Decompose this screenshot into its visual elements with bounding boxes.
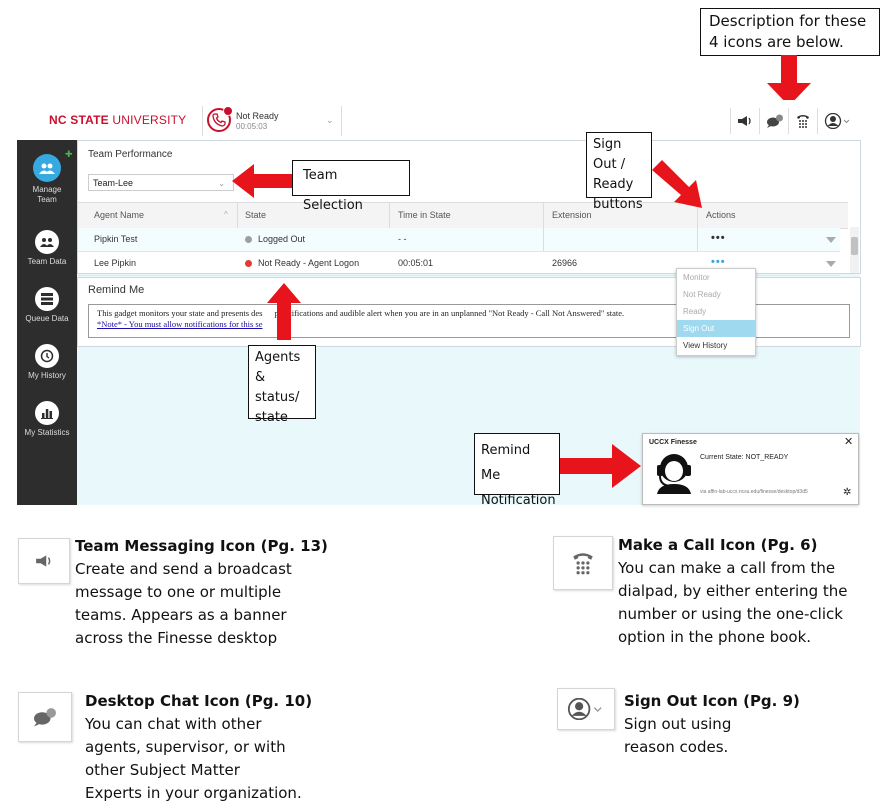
- dialpad-icon: [573, 553, 593, 575]
- pin-icon: ✚: [65, 149, 73, 159]
- agent-state-dropdown[interactable]: Not Ready 00:05:03 ⌄: [202, 106, 342, 136]
- notification-title: UCCX Finesse: [649, 439, 697, 446]
- sidebar-item-queue-data[interactable]: Queue Data: [17, 287, 77, 324]
- gear-icon[interactable]: ✲: [843, 487, 852, 498]
- actions-menu: Monitor Not Ready Ready Sign Out View Hi…: [676, 268, 756, 356]
- notification-source: via affin-lab-uccx.ncsu.edu/finesse/desk…: [700, 489, 808, 495]
- menu-item-monitor[interactable]: Monitor: [683, 273, 710, 282]
- chevron-down-icon: [826, 261, 836, 267]
- arrow-up-agent-state: [267, 283, 301, 340]
- sign-out-legend-icon: [557, 688, 615, 730]
- notification-note-link[interactable]: *Note* - You must allow notifications fo…: [97, 319, 263, 329]
- finesse-header: NC STATE UNIVERSITY Not Ready 00:05:03 ⌄: [17, 100, 860, 141]
- arrow-right-notification: [560, 444, 641, 488]
- agent-state-timer: 00:05:03: [236, 122, 268, 131]
- actions-button[interactable]: •••: [711, 232, 726, 244]
- agent-state: Logged Out: [245, 234, 305, 244]
- scrollbar[interactable]: [850, 227, 859, 273]
- chevron-down-icon: ⌄: [218, 179, 225, 188]
- notification-state: Current State: NOT_READY: [700, 454, 789, 461]
- team-performance-panel: Team Performance Team-Lee ⌄ Agent Name ^…: [77, 140, 861, 276]
- sidebar-item-my-history[interactable]: My History: [17, 344, 77, 381]
- user-avatar-icon: [824, 113, 850, 129]
- statistics-icon: [35, 401, 59, 425]
- column-header[interactable]: Actions: [706, 210, 736, 220]
- desktop-chat-button[interactable]: [759, 108, 788, 134]
- make-a-call-legend-icon: [553, 536, 613, 590]
- desktop-chat-legend-icon: [18, 692, 72, 742]
- status-dot: [245, 260, 252, 267]
- sort-caret-icon: ^: [224, 210, 228, 219]
- chat-icon: [34, 708, 56, 727]
- extension: 26966: [552, 258, 578, 268]
- time-in-state: - -: [398, 234, 407, 244]
- menu-item-sign-out[interactable]: Sign Out: [677, 320, 755, 337]
- table-header: Agent Name ^ State Time in State Extensi…: [78, 202, 848, 229]
- agent-state: Not Ready - Agent Logon: [245, 258, 359, 268]
- agent-name: Lee Pipkin: [94, 258, 137, 268]
- history-icon: [35, 344, 59, 368]
- arrow-diagonal-actions: [652, 160, 702, 208]
- table-row: Lee Pipkin Not Ready - Agent Logon 00:05…: [78, 252, 840, 276]
- actions-button[interactable]: •••: [711, 256, 726, 268]
- desktop-chat-description: Desktop Chat Icon (Pg. 10) You can chat …: [85, 692, 313, 802]
- university-logo: NC STATE UNIVERSITY: [49, 113, 187, 127]
- table-row: Pipkin Test Logged Out - - •••: [78, 228, 840, 252]
- sidebar: ✚ Manage Team Team Data Queue Data My Hi…: [17, 140, 77, 505]
- sidebar-item-team-data[interactable]: Team Data: [17, 230, 77, 267]
- column-header[interactable]: Agent Name: [94, 210, 145, 220]
- chevron-down-icon: [826, 237, 836, 243]
- agent-name: Pipkin Test: [94, 234, 138, 244]
- agent-state-label: Not Ready: [236, 111, 279, 121]
- signout-ready-callout: Sign Out / Ready buttons: [586, 132, 652, 212]
- make-a-call-button[interactable]: [788, 108, 817, 134]
- description-callout: Description for these 4 icons are below.: [700, 8, 880, 56]
- agent-headset-icon: [657, 454, 691, 494]
- team-data-icon: [35, 230, 59, 254]
- column-header[interactable]: State: [245, 210, 267, 220]
- megaphone-icon: [36, 555, 51, 567]
- panel-title: Team Performance: [88, 149, 173, 160]
- queue-data-icon: [35, 287, 59, 311]
- remind-me-notification: UCCX Finesse ✕ Current State: NOT_READY …: [642, 433, 859, 505]
- column-header[interactable]: Extension: [552, 210, 592, 220]
- team-select[interactable]: Team-Lee ⌄: [88, 174, 234, 191]
- status-dot: [245, 236, 252, 243]
- team-selection-callout: Team Selection: [292, 160, 410, 213]
- sidebar-item-my-statistics[interactable]: My Statistics: [17, 401, 77, 438]
- close-icon[interactable]: ✕: [844, 436, 854, 448]
- phone-state-icon: [207, 108, 231, 132]
- sidebar-item-manage-team[interactable]: Manage Team: [17, 154, 77, 205]
- user-avatar-icon: [567, 698, 602, 720]
- make-a-call-description: Make a Call Icon (Pg. 6) You can make a …: [618, 536, 848, 646]
- agents-status-callout: Agents & status/ state: [248, 345, 316, 425]
- panel-title: Remind Me: [88, 284, 145, 296]
- menu-item-not-ready[interactable]: Not Ready: [683, 290, 721, 299]
- remind-notification-callout: Remind Me Notification: [474, 433, 560, 508]
- menu-item-ready[interactable]: Ready: [683, 307, 707, 316]
- sign-out-description: Sign Out Icon (Pg. 9) Sign out using rea…: [624, 692, 800, 756]
- team-messaging-description: Team Messaging Icon (Pg. 13) Create and …: [75, 537, 328, 647]
- not-ready-dot: [223, 106, 233, 116]
- arrow-left-team-selection: [232, 164, 293, 198]
- arrow-down-to-icons: [767, 55, 811, 106]
- team-messaging-legend-icon: [18, 538, 70, 584]
- megaphone-icon: [738, 116, 751, 126]
- column-header[interactable]: Time in State: [398, 210, 451, 220]
- chat-icon: [767, 114, 783, 128]
- chevron-down-icon: ⌄: [326, 115, 334, 125]
- dialpad-icon: [797, 115, 809, 128]
- manage-team-icon: [33, 154, 61, 182]
- team-messaging-button[interactable]: [730, 108, 759, 134]
- sign-out-button[interactable]: [817, 108, 854, 134]
- time-in-state: 00:05:01: [398, 258, 434, 268]
- menu-item-view-history[interactable]: View History: [683, 341, 728, 350]
